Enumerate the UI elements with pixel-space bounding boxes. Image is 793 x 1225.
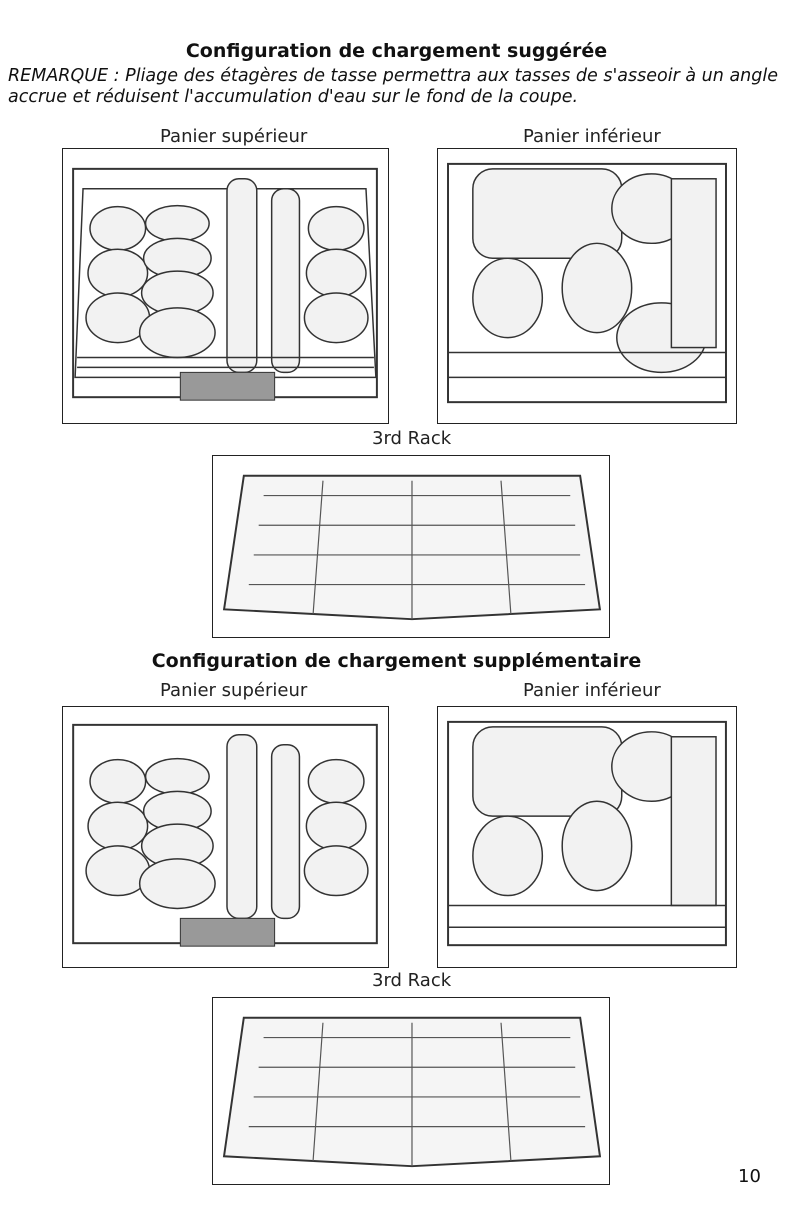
third-rack-drawing	[222, 474, 602, 621]
lower-rack-alt-illustration	[437, 706, 737, 968]
third-rack-illustration	[212, 455, 610, 638]
page-number: 10	[738, 1166, 761, 1187]
suggested-note: REMARQUE : Pliage des étagères de tasse …	[8, 66, 778, 107]
additional-lower-label: Panier inférieur	[523, 680, 661, 701]
upper-rack-drawing	[72, 167, 378, 401]
additional-heading: Configuration de chargement supplémentai…	[151, 650, 642, 672]
upper-rack-alt-illustration	[62, 706, 389, 968]
upper-rack-alt-drawing	[72, 723, 378, 947]
third-rack-alt-drawing	[222, 1016, 602, 1168]
lower-rack-drawing	[447, 162, 727, 404]
additional-third-rack-label: 3rd Rack	[372, 970, 452, 991]
upper-rack-illustration	[62, 148, 389, 424]
additional-upper-label: Panier supérieur	[160, 680, 308, 701]
suggested-third-rack-label: 3rd Rack	[372, 428, 452, 449]
lower-rack-alt-drawing	[447, 720, 727, 947]
suggested-upper-label: Panier supérieur	[160, 126, 308, 147]
suggested-lower-label: Panier inférieur	[523, 126, 661, 147]
third-rack-alt-illustration	[212, 997, 610, 1185]
lower-rack-illustration	[437, 148, 737, 424]
suggested-heading: Configuration de chargement suggérée	[185, 40, 608, 62]
